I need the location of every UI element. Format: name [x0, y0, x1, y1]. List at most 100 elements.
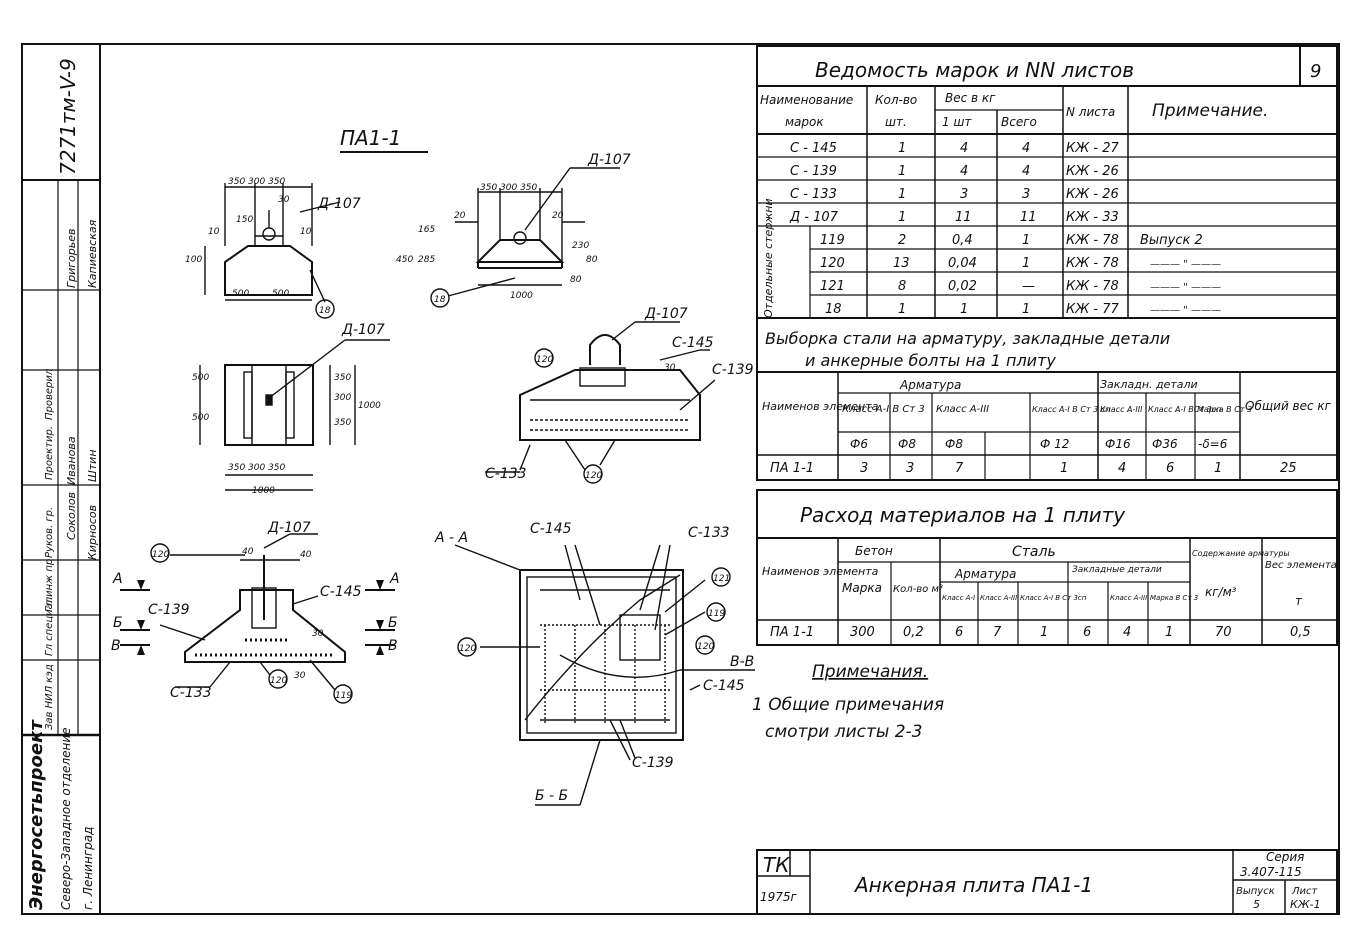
table1-rows-3-name: Д - 107 — [789, 210, 839, 225]
table2-c5: Класс А-I ВСт 3сп — [1148, 405, 1221, 414]
table2-d1: Ф6 — [850, 437, 868, 451]
table2-row-name: ПА 1-1 — [770, 461, 814, 476]
label-c145: С-145 — [703, 678, 745, 694]
table1-h_note: Примечание. — [1152, 101, 1268, 121]
dim-label: 80 — [586, 255, 598, 265]
dim-label: 40 — [300, 550, 312, 560]
table3-h_t: т — [1295, 594, 1303, 608]
table1-h_w2: Всего — [1001, 115, 1037, 129]
stamp-role: Зав НИЛ кэд — [44, 664, 55, 730]
stamp-name: Соколов — [65, 492, 78, 540]
table3-k5: Марка В Ст 3 — [1150, 594, 1198, 602]
table2-row-v4: 1 — [1060, 461, 1068, 476]
dim-label: 450 — [396, 255, 413, 265]
label-c145: С-145 — [320, 584, 362, 600]
label-c133: С-133 — [688, 525, 730, 541]
table1-rows-1-w1: 4 — [960, 164, 968, 179]
table1-rows-7-note: ——— " ——— — [1150, 305, 1221, 316]
tb-series-label: Серия — [1266, 850, 1304, 864]
table1-h_name2: марок — [785, 115, 824, 129]
table2-row-v5: 4 — [1118, 461, 1126, 476]
callout-119-b — [706, 602, 726, 622]
callout-text: 18 — [434, 295, 446, 305]
callout-120-f — [457, 637, 477, 657]
tb-vyp-label: Выпуск — [1236, 886, 1275, 897]
dim-label: 350 — [334, 373, 351, 383]
table1-rows-6-sheet: КЖ - 78 — [1066, 279, 1119, 294]
stamp-name: Капиевская — [86, 219, 99, 288]
notes-line: 1 Общие примечания — [752, 695, 944, 715]
table3-h_name: Наименов элемента — [762, 565, 879, 578]
table2-c1: Класс А-I В Ст 3 — [842, 404, 925, 415]
callout-120-c — [150, 543, 170, 563]
dim-label: 500 — [232, 289, 249, 299]
stamp-code: 7271тм-V-9 — [56, 58, 80, 175]
dim-label: 500 — [192, 373, 209, 383]
dim-label: 350 300 350 — [480, 183, 538, 193]
table1-rows-3-sheet: КЖ - 33 — [1066, 210, 1119, 225]
table3-h_ves: Вес элемента — [1265, 560, 1337, 571]
table3-h_marka: Марка — [842, 581, 882, 595]
table2-c4: Класс А-III — [1100, 405, 1143, 414]
table1-group: Отдельные стержни — [762, 198, 775, 318]
callout-120-e — [695, 635, 715, 655]
table1-rows-2-sheet: КЖ - 26 — [1066, 187, 1119, 202]
table1-rows-6-qty: 8 — [898, 279, 906, 294]
callout-120-d — [268, 669, 288, 689]
table2-c2: Класс А-III — [936, 404, 989, 415]
table2-d6: Ф36 — [1152, 437, 1178, 451]
table1-rows-5-qty: 13 — [893, 256, 910, 271]
tb-name: Анкерная плита ПА1-1 — [853, 873, 1093, 897]
table1-rows-6-name: 121 — [820, 279, 845, 294]
table2-row-v6: 6 — [1166, 461, 1174, 476]
table1-rows-1-qty: 1 — [898, 164, 906, 179]
dim-label: 10 — [300, 227, 312, 237]
label-c133: С-133 — [485, 466, 527, 482]
callout-text: 120 — [536, 355, 553, 365]
dim-label: 40 — [242, 547, 254, 557]
table1-rows-3-qty: 1 — [898, 210, 906, 225]
table1-rows-6-w1: 0,02 — [948, 279, 977, 294]
table1-rows-6-note: ——— " ——— — [1150, 282, 1221, 293]
callout-18-a — [315, 299, 335, 319]
table2-d3: Ф8 — [945, 437, 963, 451]
dim-label: 300 — [334, 393, 351, 403]
callout-text: 120 — [585, 471, 602, 481]
table1-rows-1-name: С - 139 — [790, 164, 837, 179]
table3-row-a3: 1 — [1040, 625, 1048, 640]
callout-text: 18 — [319, 306, 331, 316]
dim-label: 500 — [272, 289, 289, 299]
table1-rows-5-wt: 1 — [1022, 256, 1030, 271]
table3-row-ves: 0,5 — [1290, 625, 1311, 640]
table1-rows-7-w1: 1 — [960, 302, 968, 317]
table3-h_soder: Содержание арматуры — [1192, 549, 1290, 558]
table2-d5: Ф16 — [1105, 437, 1131, 451]
table3-row-marka: 300 — [850, 625, 875, 640]
table1-rows-5-note: ——— " ——— — [1150, 259, 1221, 270]
dim-label: 10 — [208, 227, 220, 237]
dim-label: 30 — [312, 629, 324, 639]
table1-rows-1-sheet: КЖ - 26 — [1066, 164, 1119, 179]
dim-label: 80 — [570, 275, 582, 285]
table1-h_sheet: N листа — [1066, 105, 1115, 119]
table2-h_total: Общий вес кг — [1245, 399, 1332, 413]
table1-rows-2-w1: 3 — [960, 187, 968, 202]
table3-h_zakl: Закладные детали — [1072, 565, 1162, 575]
table3-h_vol: Кол-во м³ — [893, 584, 943, 595]
table3-row-a4: 6 — [1083, 625, 1091, 640]
sheet-number: 9 — [1310, 61, 1321, 82]
callout-121 — [711, 567, 731, 587]
table3-row-vol: 0,2 — [903, 625, 924, 640]
table3-h_arm: Арматура — [954, 567, 1016, 581]
tb-vyp: 5 — [1253, 898, 1260, 911]
section-mark-v: В — [111, 638, 121, 654]
table1-h_name: Наименование — [760, 93, 853, 107]
sheet-frame — [21, 43, 1340, 915]
table2-h_name: Наименов элемента — [762, 400, 879, 413]
dim-label: 285 — [418, 255, 435, 265]
dim-label: 150 — [236, 215, 253, 225]
tb-year: 1975г — [760, 890, 798, 904]
section-title-vv: В-В — [730, 654, 754, 670]
label-d107: Д-107 — [587, 152, 631, 168]
